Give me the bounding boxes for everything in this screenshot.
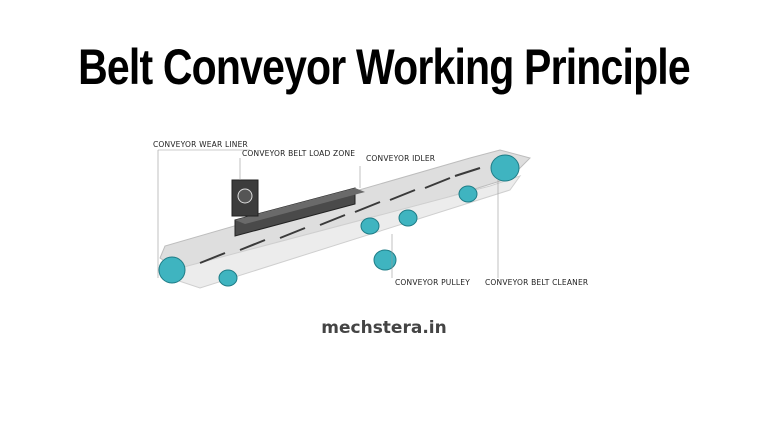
leader-lines [157,149,499,278]
idler-frames [199,167,481,264]
site-url: mechstera.in [321,318,447,338]
label-pulley: CONVEYOR PULLEY [395,278,470,287]
drive-pulley [373,249,397,271]
page-title: Belt Conveyor Working Principle [78,39,691,95]
hopper-detail [237,188,253,204]
return-roller [218,269,238,287]
load-zone-top [235,188,365,224]
label-wear-liner: CONVEYOR WEAR LINER [153,140,248,149]
label-idler: CONVEYOR IDLER [366,154,435,163]
label-cleaner: CONVEYOR BELT CLEANER [485,278,588,287]
snub-roller-1 [360,217,380,235]
bend-roller [458,185,478,203]
conveyor-illustration: CONVEYOR WEAR LINER CONVEYOR BELT LOAD Z… [153,140,588,289]
head-pulley [490,154,520,182]
label-load-zone: CONVEYOR BELT LOAD ZONE [242,149,355,158]
tail-pulley [158,256,186,284]
conveyor-diagram: CONVEYOR WEAR LINER CONVEYOR BELT LOAD Z… [130,128,600,300]
rollers [158,154,520,287]
snub-roller-2 [398,209,418,227]
